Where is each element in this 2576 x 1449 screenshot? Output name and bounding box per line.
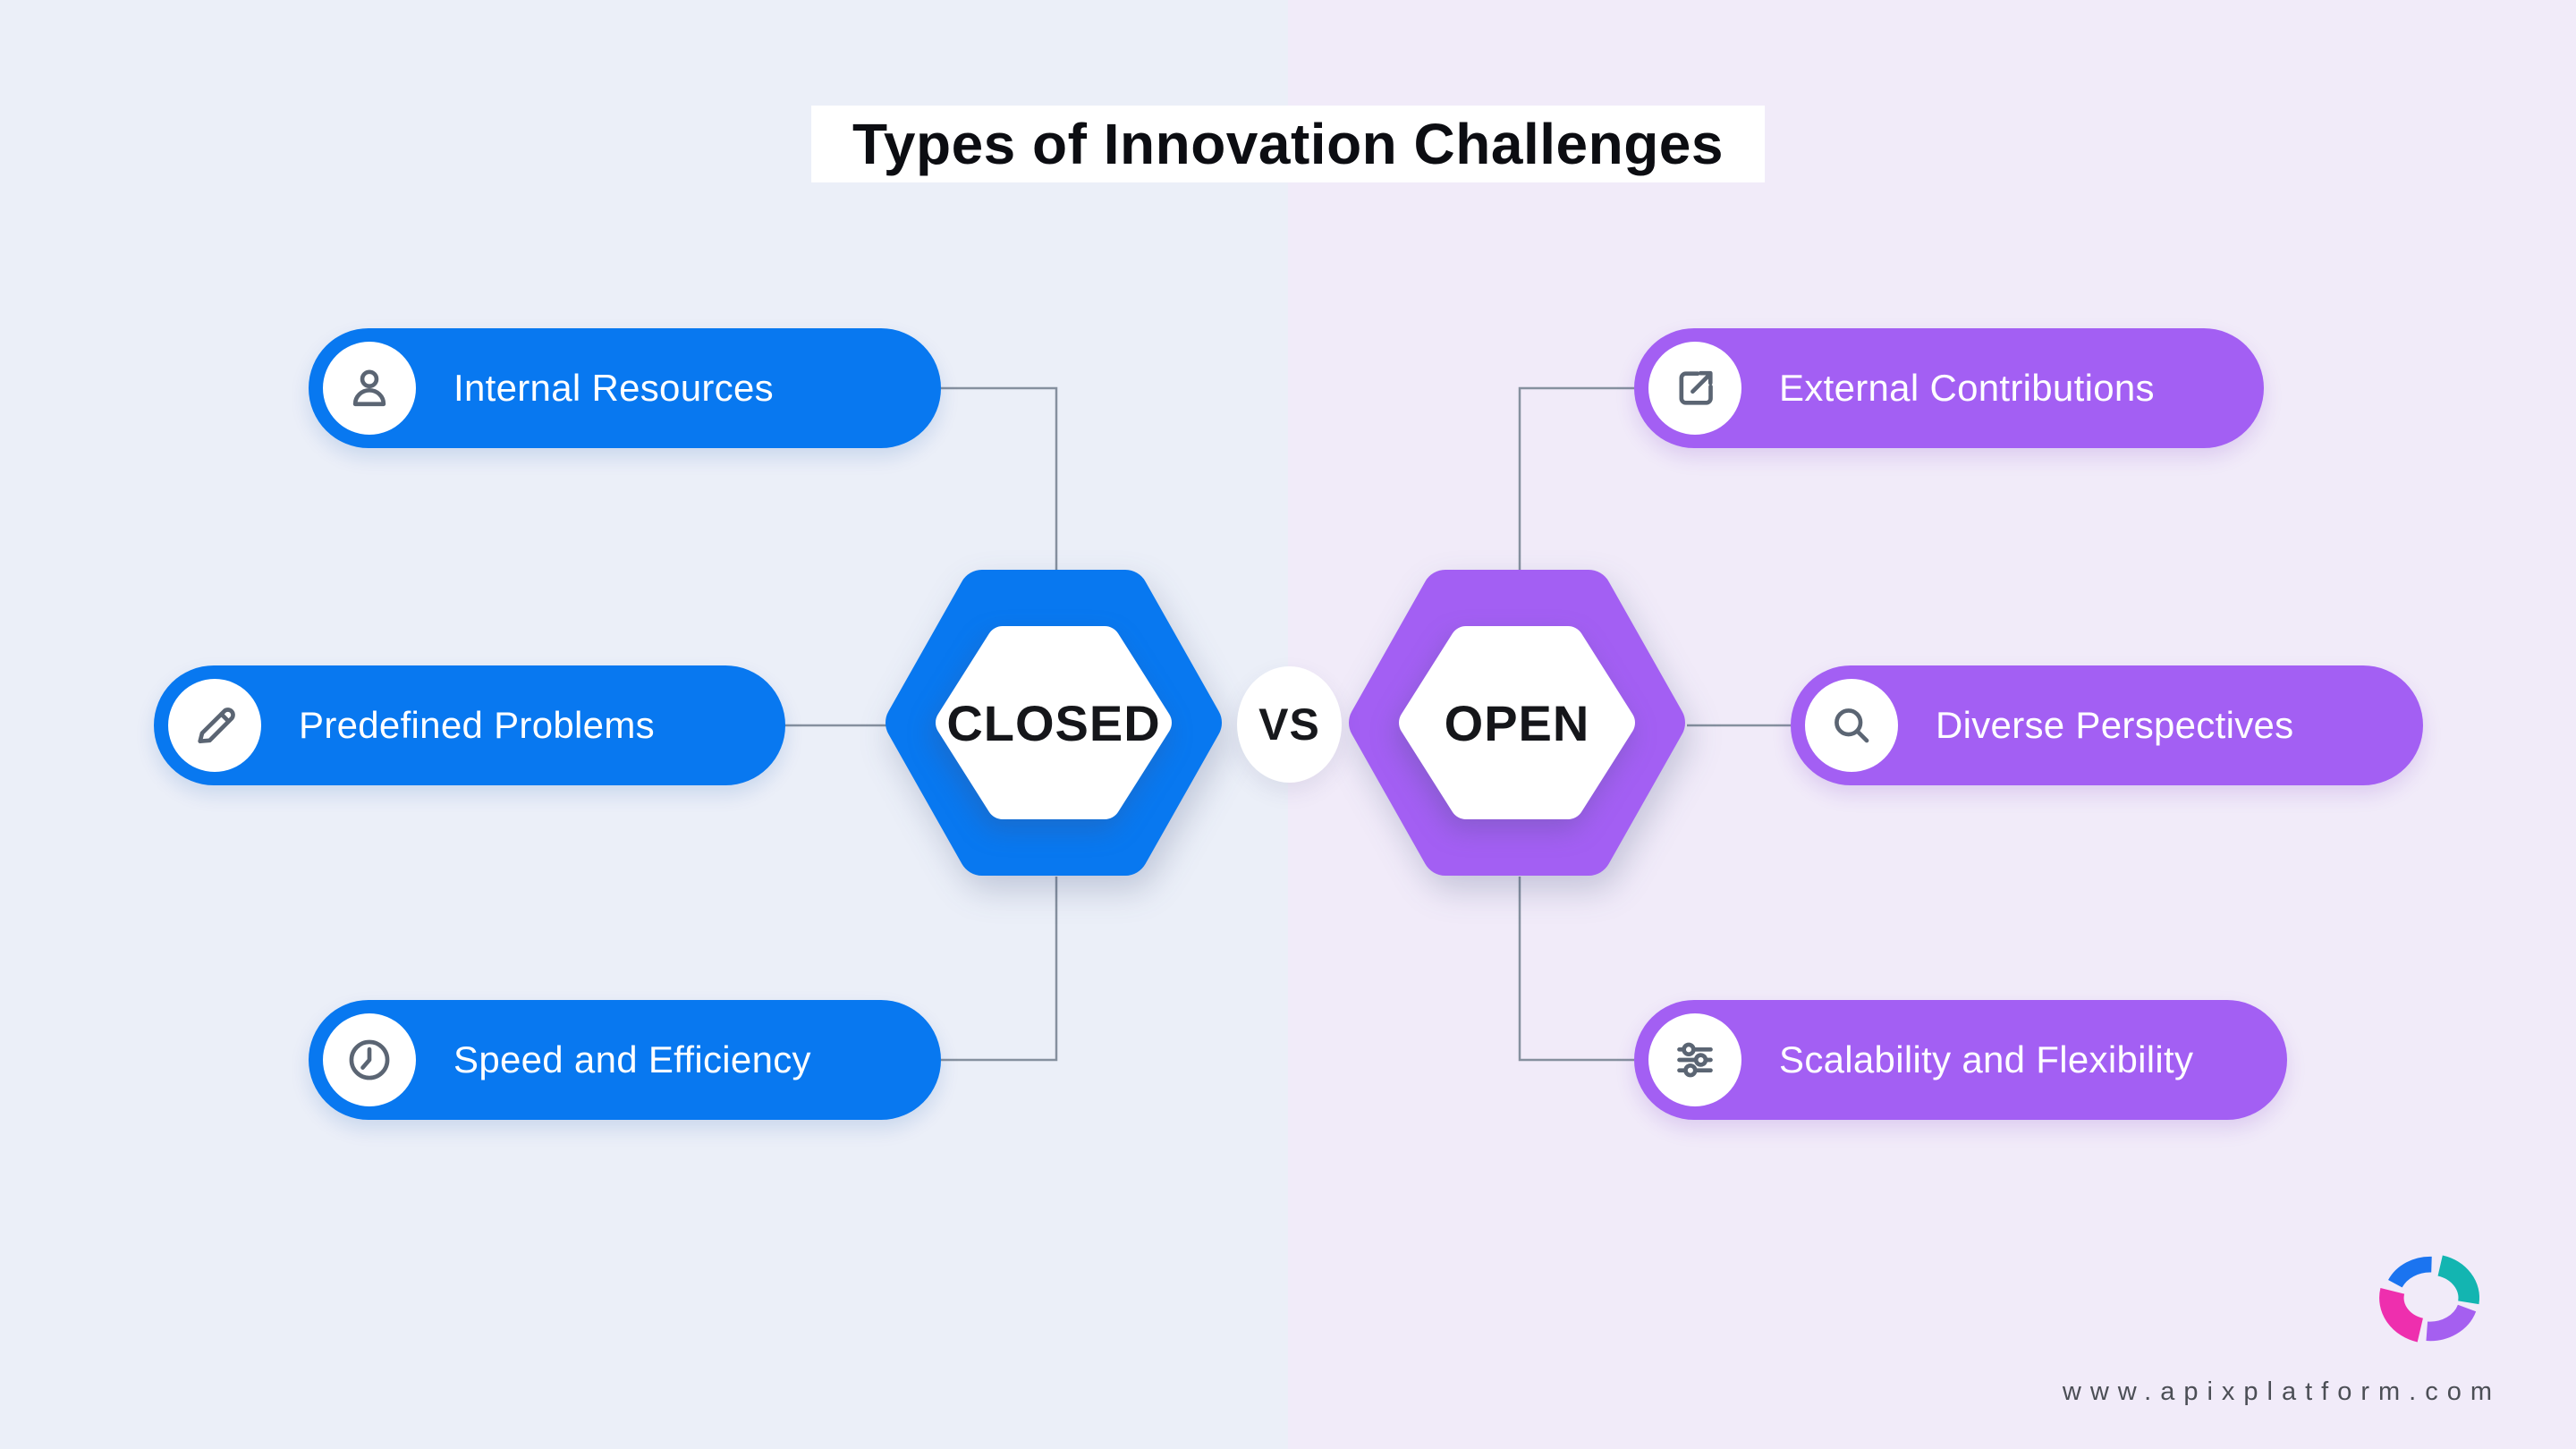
pill-diverse-perspectives: Diverse Perspectives xyxy=(1791,665,2423,785)
magnifier-icon xyxy=(1835,708,1869,743)
icon-circle xyxy=(323,1013,416,1106)
apix-ring-logo xyxy=(2377,1250,2483,1349)
sliders-icon xyxy=(1677,1042,1713,1078)
clock-icon xyxy=(349,1039,390,1080)
title-banner: Types of Innovation Challenges xyxy=(811,106,1765,182)
open-hexagon: OPEN xyxy=(1347,566,1687,879)
page-title: Types of Innovation Challenges xyxy=(852,112,1724,176)
open-hexagon-shape xyxy=(1349,570,1685,876)
pill-label: Internal Resources xyxy=(453,367,774,409)
website-url: www.apixplatform.com xyxy=(2062,1377,2501,1406)
pill-label: External Contributions xyxy=(1779,367,2155,409)
connector-scalability-flexibility xyxy=(1518,877,1634,1062)
pencil-icon xyxy=(198,708,235,744)
pill-speed-efficiency: Speed and Efficiency xyxy=(309,1000,941,1120)
pill-scalability-flexibility: Scalability and Flexibility xyxy=(1634,1000,2287,1120)
connector-internal-resources xyxy=(941,386,1058,572)
closed-hexagon: CLOSED xyxy=(884,566,1224,879)
pill-label: Speed and Efficiency xyxy=(453,1038,811,1080)
icon-circle xyxy=(1648,342,1741,435)
icon-circle xyxy=(1805,679,1898,772)
pill-label: Diverse Perspectives xyxy=(1936,704,2294,746)
icon-circle xyxy=(323,342,416,435)
pill-label: Scalability and Flexibility xyxy=(1779,1038,2194,1080)
pill-external-contributions: External Contributions xyxy=(1634,328,2264,448)
connector-speed-efficiency xyxy=(941,877,1058,1062)
pill-predefined-problems: Predefined Problems xyxy=(154,665,785,785)
vs-label: VS xyxy=(1258,699,1320,750)
icon-circle xyxy=(1648,1013,1741,1106)
vs-badge: VS xyxy=(1237,666,1342,783)
pill-internal-resources: Internal Resources xyxy=(309,328,941,448)
person-icon xyxy=(352,369,386,407)
open-label: OPEN xyxy=(1444,694,1590,751)
external-link-icon xyxy=(1679,370,1713,405)
closed-label: CLOSED xyxy=(946,694,1161,751)
closed-hexagon-shape xyxy=(886,570,1222,876)
ring-logo-icon xyxy=(2379,1255,2480,1343)
icon-circle xyxy=(168,679,261,772)
connector-external-contributions xyxy=(1518,386,1634,572)
pill-label: Predefined Problems xyxy=(299,704,655,746)
